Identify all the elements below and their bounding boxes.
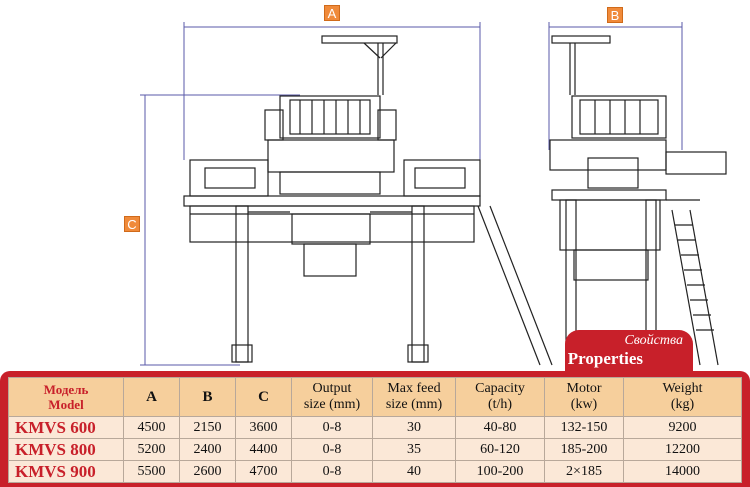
dimension-a-label: A xyxy=(324,5,340,21)
header-model-en: Model xyxy=(48,397,84,412)
header-capacity: Capacity (t/h) xyxy=(455,377,545,417)
cell-c: 3600 xyxy=(235,416,292,439)
header-output-line1: Output xyxy=(312,381,352,396)
cell-b: 2400 xyxy=(179,438,236,461)
cell-capacity: 60-120 xyxy=(455,438,545,461)
header-b: B xyxy=(179,377,236,417)
crusher-technical-drawing xyxy=(140,22,727,366)
cell-c: 4700 xyxy=(235,460,292,483)
table-row: KMVS 900 5500 2600 4700 0-8 40 100-200 2… xyxy=(8,460,742,483)
cell-motor: 132-150 xyxy=(544,416,624,439)
header-output: Output size (mm) xyxy=(291,377,373,417)
cell-weight: 9200 xyxy=(623,416,742,439)
cell-capacity: 40-80 xyxy=(455,416,545,439)
header-feed: Max feed size (mm) xyxy=(372,377,456,417)
cell-a: 5500 xyxy=(123,460,180,483)
table-header-row: Модель Model A B C Output size (mm) Max … xyxy=(8,377,742,417)
cell-b: 2600 xyxy=(179,460,236,483)
dimension-c-label: C xyxy=(124,216,140,232)
header-capacity-line2: (t/h) xyxy=(487,397,513,412)
properties-label-ru: Свойства xyxy=(624,333,683,348)
cell-output: 0-8 xyxy=(291,460,373,483)
cell-output: 0-8 xyxy=(291,438,373,461)
header-motor-line2: (kw) xyxy=(570,397,598,412)
cell-weight: 12200 xyxy=(623,438,742,461)
side-view xyxy=(549,35,727,366)
front-view xyxy=(183,35,553,366)
table-row: KMVS 600 4500 2150 3600 0-8 30 40-80 132… xyxy=(8,416,742,439)
cell-c: 4400 xyxy=(235,438,292,461)
cell-model: KMVS 600 xyxy=(8,416,124,439)
properties-tab: Свойства Properties xyxy=(565,330,693,372)
cell-output: 0-8 xyxy=(291,416,373,439)
dimension-lines xyxy=(140,22,683,366)
header-model-ru: Модель xyxy=(43,382,89,397)
cell-motor: 185-200 xyxy=(544,438,624,461)
header-capacity-line1: Capacity xyxy=(475,381,525,396)
cell-feed: 35 xyxy=(372,438,456,461)
header-weight-line2: (kg) xyxy=(670,397,695,412)
header-weight-line1: Weight xyxy=(662,381,703,396)
header-feed-line2: size (mm) xyxy=(385,397,443,412)
header-a: A xyxy=(123,377,180,417)
header-feed-line1: Max feed xyxy=(387,381,441,396)
header-weight: Weight (kg) xyxy=(623,377,742,417)
cell-b: 2150 xyxy=(179,416,236,439)
dimension-b-label: B xyxy=(607,7,623,23)
specifications-table: Модель Model A B C Output size (mm) Max … xyxy=(8,377,742,483)
cell-a: 4500 xyxy=(123,416,180,439)
cell-a: 5200 xyxy=(123,438,180,461)
cell-model: KMVS 900 xyxy=(8,460,124,483)
cell-motor: 2×185 xyxy=(544,460,624,483)
header-model: Модель Model xyxy=(8,377,124,417)
cell-weight: 14000 xyxy=(623,460,742,483)
cell-feed: 40 xyxy=(372,460,456,483)
table-row: KMVS 800 5200 2400 4400 0-8 35 60-120 18… xyxy=(8,438,742,461)
header-output-line2: size (mm) xyxy=(303,397,361,412)
header-motor: Motor (kw) xyxy=(544,377,624,417)
specifications-panel: Модель Model A B C Output size (mm) Max … xyxy=(0,371,750,487)
header-motor-line1: Motor xyxy=(566,381,602,396)
cell-capacity: 100-200 xyxy=(455,460,545,483)
header-c: C xyxy=(235,377,292,417)
cell-feed: 30 xyxy=(372,416,456,439)
cell-model: KMVS 800 xyxy=(8,438,124,461)
properties-label-en: Properties xyxy=(567,349,643,368)
